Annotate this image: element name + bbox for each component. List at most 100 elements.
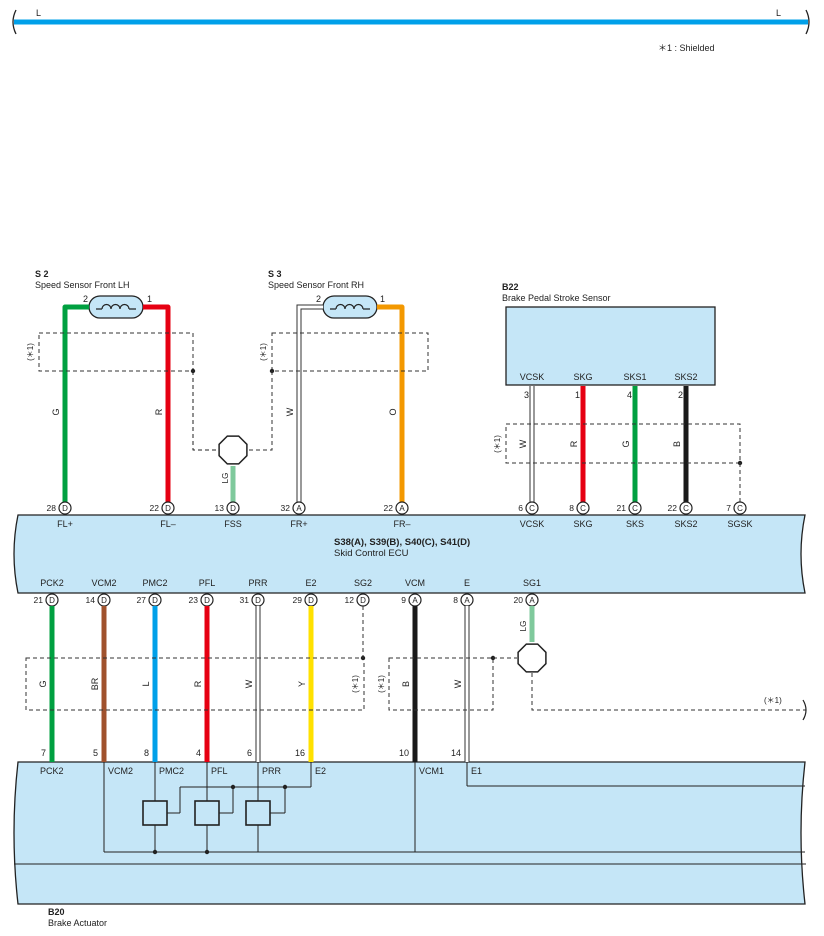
actuator-pin-number: 5 <box>93 748 98 758</box>
shield-drain <box>192 371 218 451</box>
s2-pin-right: 1 <box>147 294 152 304</box>
wire-color-code: L <box>141 681 151 686</box>
ecu-pin-number: 31 <box>240 595 250 605</box>
ecu-pin-letter: C <box>529 504 535 513</box>
actuator-terminal-label: E1 <box>471 766 482 776</box>
b22-pin: 4 <box>627 390 632 400</box>
ecu-name: Skid Control ECU <box>334 548 409 559</box>
ecu-terminal-label: FR– <box>393 519 410 529</box>
ecu-pin-number: 22 <box>150 503 160 513</box>
b22-shield <box>505 423 741 464</box>
continuation-mark <box>802 699 807 721</box>
wire-s3-fr-plus-core <box>297 305 323 502</box>
actuator-terminal-label: VCM2 <box>108 766 133 776</box>
ecu-pin-number: 7 <box>726 503 731 513</box>
ecu-pin-number: 20 <box>514 595 524 605</box>
actuator-terminal-label: PRR <box>262 766 282 776</box>
ecu-pin-letter: C <box>580 504 586 513</box>
b22-code: B22 <box>502 282 519 292</box>
actuator-pin-number: 10 <box>399 748 409 758</box>
solenoid-block <box>194 800 220 826</box>
s3-coil <box>322 295 378 319</box>
ecu-pin <box>525 501 539 515</box>
s2-name: Speed Sensor Front LH <box>35 280 130 290</box>
wire-s3-fr-minus <box>377 304 405 502</box>
ecu-pin-number: 32 <box>281 503 291 513</box>
ecu-pin <box>58 501 72 515</box>
ecu-pin-number: 23 <box>189 595 199 605</box>
ecu-terminal-label: FSS <box>224 519 242 529</box>
b22-terminal: SKS1 <box>623 372 646 382</box>
b22-pin: 3 <box>524 390 529 400</box>
actuator-terminal-label: PMC2 <box>159 766 184 776</box>
shield-continuation <box>531 673 806 711</box>
ecu-pin-letter: D <box>308 596 314 605</box>
wire-color-code: W <box>518 439 528 448</box>
ecu-pin-number: 28 <box>47 503 57 513</box>
wire-color-code: G <box>38 680 48 687</box>
ecu-terminal-label: E <box>464 578 470 588</box>
junction-dot <box>282 784 288 790</box>
ecu-terminal-label: SKS <box>626 519 644 529</box>
wire-color-code: G <box>51 408 61 415</box>
s3-code: S 3 <box>268 269 282 279</box>
s3-pin-right: 1 <box>380 294 385 304</box>
shield-label: (＊1) <box>259 343 268 361</box>
shield-label: (＊1) <box>764 696 782 705</box>
bus-left-label: L <box>36 8 41 18</box>
solenoid-block <box>142 800 168 826</box>
b22-terminal: SKG <box>573 372 592 382</box>
shield-label: (＊1) <box>493 435 502 453</box>
ecu-pin-number: 21 <box>617 503 627 513</box>
s2-shield <box>38 332 194 372</box>
b22-terminal: VCSK <box>520 372 545 382</box>
s3-name: Speed Sensor Front RH <box>268 280 364 290</box>
s2-coil-symbol <box>96 303 136 310</box>
junction-dot <box>152 849 158 855</box>
s2-code: S 2 <box>35 269 49 279</box>
ecu-pin-number: 8 <box>569 503 574 513</box>
wire-s2-fl-minus <box>143 304 171 502</box>
shield-label: (＊1) <box>26 343 35 361</box>
ecu-pin-letter: C <box>737 504 743 513</box>
ecu-terminal-label: SG2 <box>354 578 372 588</box>
ecu-pin-letter: D <box>204 596 210 605</box>
wire-color-code: LG <box>221 473 230 484</box>
ecu-pin-number: 22 <box>668 503 678 513</box>
solenoid-block <box>245 800 271 826</box>
ecu-pin-letter: D <box>101 596 107 605</box>
ecu-pin-number: 27 <box>137 595 147 605</box>
ecu-pin-letter: D <box>49 596 55 605</box>
ecu-terminal-label: PMC2 <box>142 578 167 588</box>
wire-color-code: R <box>193 680 203 687</box>
ecu-pin-letter: C <box>632 504 638 513</box>
b22-name: Brake Pedal Stroke Sensor <box>502 293 611 303</box>
actuator-terminal-label: VCM1 <box>419 766 444 776</box>
ecu-terminal-label: PFL <box>199 578 216 588</box>
ecu-pin-letter: A <box>296 504 302 513</box>
ecu-terminal-label: SKS2 <box>674 519 697 529</box>
ecu-pin-letter: A <box>529 596 535 605</box>
ecu-pin-number: 22 <box>384 503 394 513</box>
actuator-pin-number: 4 <box>196 748 201 758</box>
junction-dot <box>204 849 210 855</box>
actuator-pin-number: 7 <box>41 748 46 758</box>
ecu-pin <box>226 501 240 515</box>
wire-color-code: BR <box>90 677 100 690</box>
ecu-pin-number: 14 <box>86 595 96 605</box>
actuator-shield-left <box>25 657 365 711</box>
actuator-pin-number: 8 <box>144 748 149 758</box>
wire-color-code: Y <box>297 681 307 687</box>
ecu-pin <box>733 501 747 515</box>
junction-dot <box>230 784 236 790</box>
shield-ground-octagon <box>218 435 248 465</box>
wire-color-code: B <box>401 681 411 687</box>
ecu-pin-number: 6 <box>518 503 523 513</box>
wire-color-code: B <box>672 441 682 447</box>
ecu-pin-letter: A <box>412 596 418 605</box>
ecu-terminal-label: VCM2 <box>91 578 116 588</box>
wire-color-code: W <box>244 679 254 688</box>
brake-pedal-stroke-sensor: B22 Brake Pedal Stroke Sensor <box>502 282 716 386</box>
shield-note: ＊1 : Shielded <box>658 43 715 53</box>
wire-s2-fl-plus <box>62 304 89 502</box>
